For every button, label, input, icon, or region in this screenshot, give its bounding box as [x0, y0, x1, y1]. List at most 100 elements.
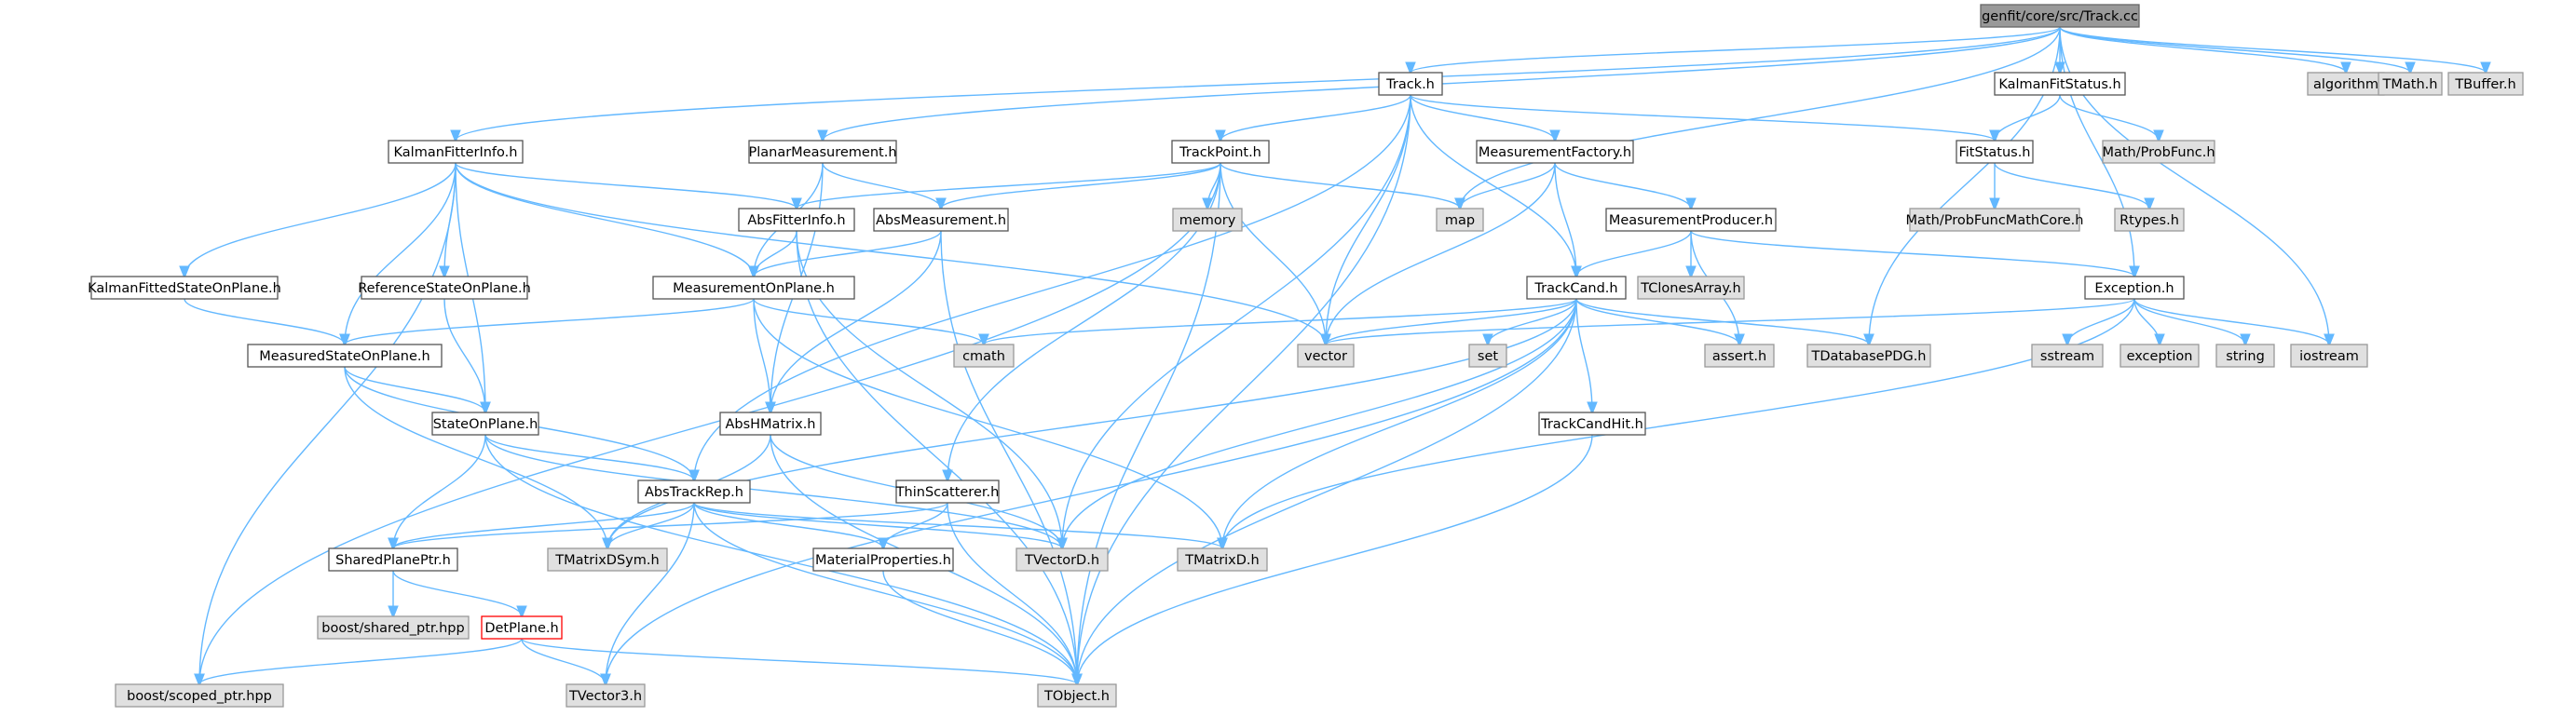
node-kalmanfitterinfo-h[interactable]: KalmanFitterInfo.h	[388, 140, 524, 164]
node-tmatrixd-h: TMatrixD.h	[1177, 547, 1268, 572]
node-label: genfit/core/src/Track.cc	[1982, 9, 2138, 24]
edge-exch-to-exception	[2133, 298, 2160, 344]
edge-tch-to-tvec3	[606, 298, 1577, 684]
node-trackcand-h[interactable]: TrackCand.h	[1526, 276, 1627, 300]
node-label: TMatrixDSym.h	[554, 553, 659, 568]
node-iostream: iostream	[2290, 344, 2368, 368]
node-stateonplane-h[interactable]: StateOnPlane.h	[431, 412, 539, 436]
node-fitstatus-h[interactable]: FitStatus.h	[1956, 140, 2034, 164]
node-box	[2102, 140, 2215, 164]
edge-exch-to-iostream	[2133, 298, 2329, 344]
node-label: SharedPlanePtr.h	[335, 553, 451, 568]
node-thinscatterer-h[interactable]: ThinScatterer.h	[895, 480, 1000, 504]
edge-root-to-map	[1460, 26, 2061, 209]
edge-trackh-to-tvecd	[1062, 94, 1411, 548]
edge-soph-to-tobj	[484, 434, 1077, 684]
edge-tph-to-afih	[797, 162, 1221, 209]
edge-moph-to-ahmh	[753, 298, 770, 412]
edge-tph-to-tobj	[1077, 162, 1221, 684]
node-box	[652, 276, 855, 300]
node-box	[2119, 344, 2200, 368]
edge-moph-to-msoph	[345, 298, 755, 344]
node-trackpoint-h[interactable]: TrackPoint.h	[1171, 140, 1270, 164]
node-measuredstateonplane-h[interactable]: MeasuredStateOnPlane.h	[247, 344, 443, 368]
edge-mph-to-exch	[1690, 230, 2134, 277]
node-kalmanfittedstateonplane-h[interactable]: KalmanFittedStateOnPlane.h	[88, 276, 281, 300]
node-box	[247, 344, 443, 368]
node-vector: vector	[1297, 344, 1355, 368]
node-abshmatrix-h[interactable]: AbsHMatrix.h	[719, 412, 822, 436]
node-measurementonplane-h[interactable]: MeasurementOnPlane.h	[652, 276, 855, 300]
node-absmeasurement-h[interactable]: AbsMeasurement.h	[873, 208, 1009, 232]
edge-kfih-to-bscp	[199, 162, 457, 684]
edge-kfsh-to-fsh	[1995, 94, 2061, 141]
edge-mfh-to-mph	[1554, 162, 1691, 209]
node-tmath-h: TMath.h	[2378, 72, 2443, 96]
node-referencestateonplane-h[interactable]: ReferenceStateOnPlane.h	[358, 276, 531, 300]
node-label: map	[1445, 213, 1475, 228]
node-box	[481, 615, 563, 640]
node-label: set	[1478, 349, 1498, 364]
edge-tph-to-amh	[941, 162, 1221, 209]
node-math-probfunc-h: Math/ProbFunc.h	[2102, 140, 2215, 164]
node-label: AbsHMatrix.h	[725, 417, 815, 432]
node-measurementproducer-h[interactable]: MeasurementProducer.h	[1605, 208, 1777, 232]
node-track-h[interactable]: Track.h	[1378, 72, 1443, 96]
edge-exch-to-sstream	[2067, 298, 2135, 344]
node-label: Math/ProbFuncMathCore.h	[1906, 213, 2084, 228]
node-exception-h[interactable]: Exception.h	[2084, 276, 2185, 300]
node-box	[873, 208, 1009, 232]
edge-kfih-to-msoph	[345, 162, 457, 344]
node-box	[1015, 547, 1109, 572]
edge-tsh-to-matph	[883, 502, 948, 548]
edge-fsh-to-rtypes	[1994, 162, 2149, 209]
edge-tch-to-set	[1488, 298, 1577, 344]
node-label: DetPlane.h	[484, 621, 558, 636]
node-kalmanfitstatus-h[interactable]: KalmanFitStatus.h	[1994, 72, 2126, 96]
node-box	[2114, 208, 2185, 232]
node-label: string	[2226, 349, 2265, 364]
edge-afih-to-tobj	[796, 230, 1077, 684]
node-tobject-h: TObject.h	[1037, 683, 1117, 708]
edge-soph-to-sppt	[393, 434, 486, 548]
node-box	[328, 547, 458, 572]
node-label: TDatabasePDG.h	[1811, 349, 1927, 364]
node-box	[738, 208, 855, 232]
node-materialproperties-h[interactable]: MaterialProperties.h	[812, 547, 954, 572]
node-label: AbsTrackRep.h	[645, 485, 743, 500]
node-box	[1037, 683, 1117, 708]
node-box	[2378, 72, 2443, 96]
node-trackcandhit-h[interactable]: TrackCandHit.h	[1538, 412, 1646, 436]
node-label: TrackCand.h	[1533, 281, 1617, 296]
node-box	[566, 683, 646, 708]
node-abstrackrep-h[interactable]: AbsTrackRep.h	[637, 480, 751, 504]
node-box	[2084, 276, 2185, 300]
node-label: MeasurementProducer.h	[1609, 213, 1773, 228]
node-label: TVectorD.h	[1024, 553, 1099, 568]
node-box	[1177, 547, 1268, 572]
node-boost-scoped-ptr-hpp: boost/scoped_ptr.hpp	[115, 683, 284, 708]
edge-trackh-to-tobj	[1077, 94, 1411, 684]
node-measurementfactory-h[interactable]: MeasurementFactory.h	[1476, 140, 1634, 164]
node-genfit-core-src-track-cc[interactable]: genfit/core/src/Track.cc	[1980, 4, 2140, 28]
node-box	[388, 140, 524, 164]
node-label: Rtypes.h	[2119, 213, 2179, 228]
edge-dph-to-tobj	[521, 638, 1077, 684]
edge-tchit-to-tobj	[1077, 434, 1593, 684]
edges-layer	[184, 26, 2486, 684]
edge-tph-to-map	[1220, 162, 1460, 209]
node-rtypes-h: Rtypes.h	[2114, 208, 2185, 232]
node-planarmeasurement-h[interactable]: PlanarMeasurement.h	[748, 140, 897, 164]
node-label: KalmanFittedStateOnPlane.h	[88, 281, 281, 296]
edge-kfih-to-afih	[455, 162, 797, 209]
edge-root-to-tbuffer	[2059, 26, 2486, 73]
node-detplane-h[interactable]: DetPlane.h	[481, 615, 563, 640]
node-sharedplaneptr-h[interactable]: SharedPlanePtr.h	[328, 547, 458, 572]
node-absfitterinfo-h[interactable]: AbsFitterInfo.h	[738, 208, 855, 232]
node-label: MeasurementOnPlane.h	[673, 281, 835, 296]
node-box	[1994, 72, 2126, 96]
edge-root-to-kfih	[456, 26, 2061, 141]
edge-kfsoph-to-msoph	[184, 298, 345, 344]
